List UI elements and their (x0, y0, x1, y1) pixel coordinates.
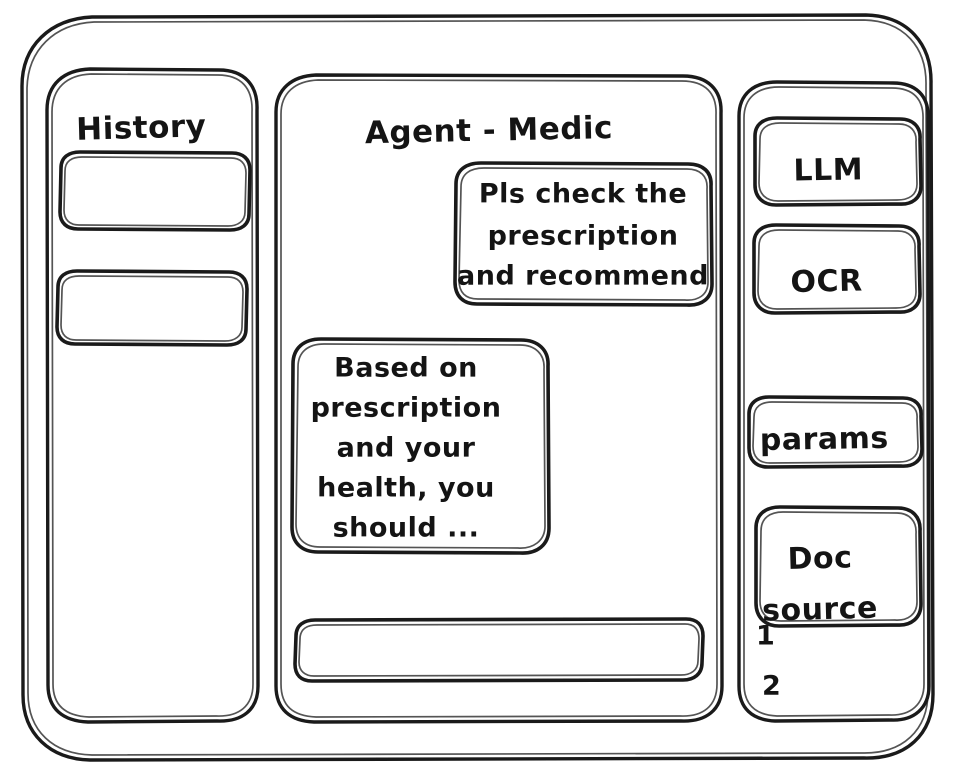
main-panel (274, 73, 724, 724)
agent-title: Agent - Medic (365, 110, 614, 151)
tool-chip-params-label: params (760, 421, 889, 458)
message-user-line-2: prescription (488, 221, 679, 252)
doc-source-list-item-2[interactable]: 2 (762, 671, 781, 702)
tool-chip-ocr[interactable]: OCR (752, 223, 922, 315)
message-user-line-1: Pls check the (479, 179, 687, 210)
tool-chip-doc-source-line-2: source (762, 591, 879, 629)
message-input[interactable] (293, 617, 705, 683)
tool-chip-params[interactable]: params (747, 395, 924, 469)
history-title-label: History (76, 108, 207, 148)
message-agent-line-4: health, you (317, 473, 495, 504)
tool-chip-doc-source[interactable]: Doc source (754, 505, 923, 629)
tools-panel (737, 80, 931, 723)
message-bubble-agent[interactable]: Based on prescription and your health, y… (290, 337, 551, 555)
message-user-line-3: and recommend (457, 261, 709, 292)
tool-chip-llm[interactable]: LLM (753, 116, 923, 207)
history-item-2[interactable] (55, 269, 249, 347)
message-agent-line-2: prescription (311, 393, 502, 424)
message-agent-line-3: and your (337, 433, 476, 464)
tool-chip-doc-source-line-1: Doc (787, 540, 853, 577)
tool-chip-ocr-label: OCR (790, 263, 863, 300)
doc-source-list: 1 2 (756, 621, 781, 702)
history-panel (45, 67, 260, 724)
doc-source-list-item-1[interactable]: 1 (756, 621, 775, 652)
history-title: History (76, 108, 207, 148)
agent-title-label: Agent - Medic (365, 110, 614, 151)
history-item-1[interactable] (58, 150, 252, 232)
tool-chip-llm-label: LLM (793, 152, 863, 188)
message-bubble-user[interactable]: Pls check the prescription and recommend (453, 161, 714, 307)
message-agent-line-1: Based on (334, 353, 478, 384)
message-agent-line-5: should ... (333, 513, 480, 544)
